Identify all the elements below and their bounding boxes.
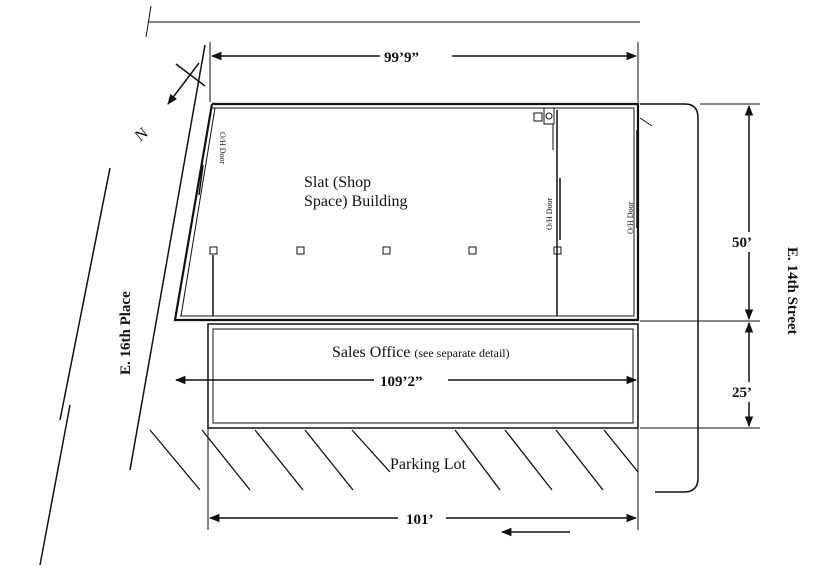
- north-label: N: [132, 124, 152, 145]
- fixture-icon: [543, 107, 555, 125]
- oh-door-label-left: O/H Door: [218, 132, 227, 165]
- oh-door-label-middle: O/H Door: [545, 197, 554, 230]
- column-marker: [468, 246, 477, 255]
- street-left-label: E. 16th Place: [118, 291, 134, 375]
- street-edge-line: [59, 167, 111, 421]
- lot-outline-right: [640, 103, 699, 493]
- building-depth-label: 50’: [732, 235, 752, 251]
- shop-building: [173, 102, 653, 322]
- column-marker: [209, 246, 218, 255]
- parking-lot-label: Parking Lot: [390, 456, 467, 473]
- parking-lot-hatching: [149, 429, 639, 491]
- office-width-label: 109’2”: [380, 374, 423, 390]
- lot-boundary-left: [129, 44, 206, 471]
- fixture-icon: [533, 112, 543, 122]
- top-width-label: 99’9”: [384, 50, 419, 66]
- sales-office-label: Sales Office(see separate detail): [332, 344, 510, 361]
- column-marker: [382, 246, 391, 255]
- reference-tick: [145, 5, 152, 38]
- office-depth-label: 25’: [732, 385, 752, 401]
- building-label-line1: Slat (Shop: [304, 174, 371, 191]
- column-marker: [296, 246, 305, 255]
- street-right-label: E. 14th Street: [784, 247, 800, 335]
- street-edge-line-lower: [39, 404, 71, 566]
- parking-width-label: 101’: [406, 512, 434, 528]
- building-label-line2: Space) Building: [304, 193, 408, 210]
- column-marker: [553, 246, 562, 255]
- oh-door-label-right: O/H Door: [626, 201, 635, 234]
